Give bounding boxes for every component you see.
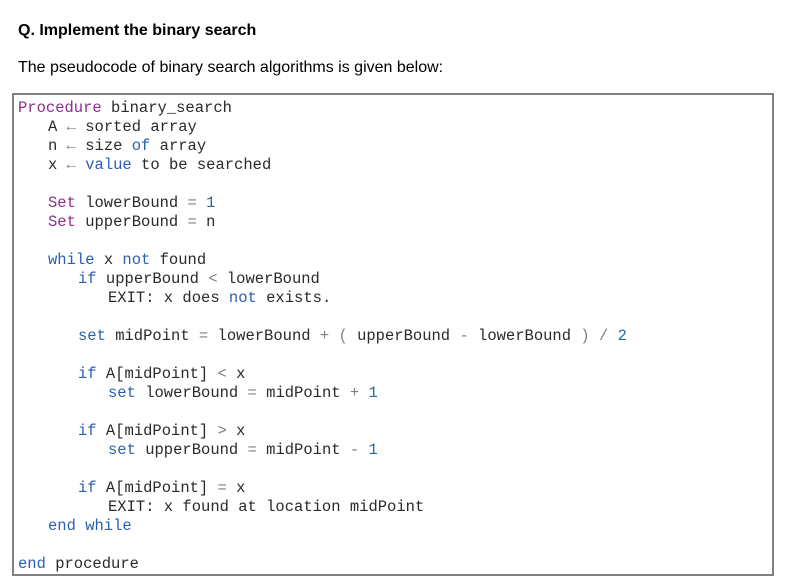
var-upperbound: upperBound (96, 270, 209, 288)
var-x: x (226, 422, 246, 440)
keyword-of: of (131, 137, 151, 155)
number-literal: 2 (608, 327, 627, 345)
code-line-exit-found: EXIT: x found at location midPoint (108, 498, 424, 517)
param-x-name: x (48, 156, 67, 174)
var-lowerbound: lowerBound (75, 194, 188, 212)
code-line-exit-not-exists: EXIT: x does not exists. (108, 289, 331, 308)
var-x: x (226, 479, 246, 497)
number-literal: 1 (359, 384, 378, 402)
code-line-while: while x not found (48, 251, 206, 270)
keyword-if: if (78, 422, 97, 440)
code-line-procedure: Procedure binary_search (18, 99, 232, 118)
var-upperbound: upperBound (347, 327, 460, 345)
operator-plus: + (349, 384, 360, 402)
code-line-set-lower-mid: set lowerBound = midPoint + 1 (108, 384, 378, 403)
keyword-value: value (75, 156, 132, 174)
code-line-set-upper-mid: set upperBound = midPoint - 1 (108, 441, 378, 460)
code-line-param-n: n ← size of array (48, 137, 206, 156)
keyword-not: not (122, 251, 151, 269)
keyword-if: if (78, 479, 97, 497)
code-line-if-equal: if A[midPoint] = x (78, 479, 245, 498)
operator-minus: - (349, 441, 360, 459)
param-n-desc: size (75, 137, 132, 155)
pseudocode-box: Procedure binary_search A ← sorted array… (12, 93, 774, 576)
code-line-set-midpoint: set midPoint = lowerBound + ( upperBound… (78, 327, 627, 346)
code-line-if-bounds: if upperBound < lowerBound (78, 270, 320, 289)
array-access: A[midPoint] (96, 365, 218, 383)
var-lowerbound: lowerBound (208, 327, 320, 345)
keyword-set: Set (48, 213, 76, 231)
operator-equals: = (187, 194, 197, 212)
var-upperbound: upperBound (75, 213, 188, 231)
keyword-end: end (18, 555, 46, 573)
param-n-name: n (48, 137, 67, 155)
exit-found-text: EXIT: x found at location midPoint (108, 498, 425, 516)
exit-text: EXIT: x does (108, 289, 229, 307)
assign-arrow: ← (66, 118, 76, 136)
operator-equals: = (217, 479, 227, 497)
var-x: x (94, 251, 123, 269)
keyword-set: set (78, 327, 106, 345)
var-lowerbound: lowerBound (217, 270, 320, 288)
code-line-end-while: end while (48, 517, 132, 536)
keyword-if: if (78, 270, 97, 288)
param-a-desc: sorted array (75, 118, 197, 136)
keyword-set: set (108, 441, 136, 459)
var-x: x (226, 365, 246, 383)
operator-less-than: < (217, 365, 227, 383)
number-literal: 1 (196, 194, 216, 212)
operator-equals: = (247, 441, 257, 459)
assign-arrow: ← (66, 156, 76, 174)
code-line-end-procedure: end procedure (18, 555, 139, 574)
param-a-name: A (48, 118, 67, 136)
number-literal: 1 (359, 441, 378, 459)
code-line-if-less: if A[midPoint] < x (78, 365, 245, 384)
keyword-set: Set (48, 194, 76, 212)
keyword-while: while (48, 251, 95, 269)
procedure-name: binary_search (101, 99, 232, 117)
keyword-procedure: Procedure (18, 99, 102, 117)
param-x-desc: to be searched (131, 156, 272, 174)
operator-equals: = (247, 384, 257, 402)
exit-text-end: exists. (256, 289, 332, 307)
code-line-if-greater: if A[midPoint] > x (78, 422, 245, 441)
operator-less-than: < (208, 270, 218, 288)
param-n-desc-end: array (150, 137, 207, 155)
keyword-not: not (228, 289, 257, 307)
var-midpoint: midPoint (256, 441, 350, 459)
operator-equals: = (187, 213, 197, 231)
paren-close: ) (580, 327, 590, 345)
var-midpoint: midPoint (256, 384, 350, 402)
code-line-set-upper: Set upperBound = n (48, 213, 215, 232)
var-midpoint: midPoint (105, 327, 199, 345)
intro-text: The pseudocode of binary search algorith… (18, 59, 444, 76)
question-heading: Q. Implement the binary search (18, 22, 257, 39)
var-upperbound: upperBound (135, 441, 248, 459)
keyword-set: set (108, 384, 136, 402)
var-lowerbound: lowerBound (468, 327, 581, 345)
operator-equals: = (198, 327, 209, 345)
keyword-if: if (78, 365, 97, 383)
word-found: found (150, 251, 207, 269)
operator-divide: / (589, 327, 609, 345)
operator-greater-than: > (217, 422, 227, 440)
operator-plus: + (319, 327, 330, 345)
paren-open: ( (329, 327, 348, 345)
code-line-param-a: A ← sorted array (48, 118, 197, 137)
var-lowerbound: lowerBound (135, 384, 248, 402)
operator-minus: - (459, 327, 469, 345)
keyword-end: end (48, 517, 76, 535)
assign-arrow: ← (66, 137, 76, 155)
code-line-set-lower: Set lowerBound = 1 (48, 194, 215, 213)
array-access: A[midPoint] (96, 422, 218, 440)
word-procedure: procedure (45, 555, 139, 573)
var-n: n (196, 213, 216, 231)
array-access: A[midPoint] (96, 479, 218, 497)
code-line-param-x: x ← value to be searched (48, 156, 271, 175)
keyword-while: while (75, 517, 132, 535)
